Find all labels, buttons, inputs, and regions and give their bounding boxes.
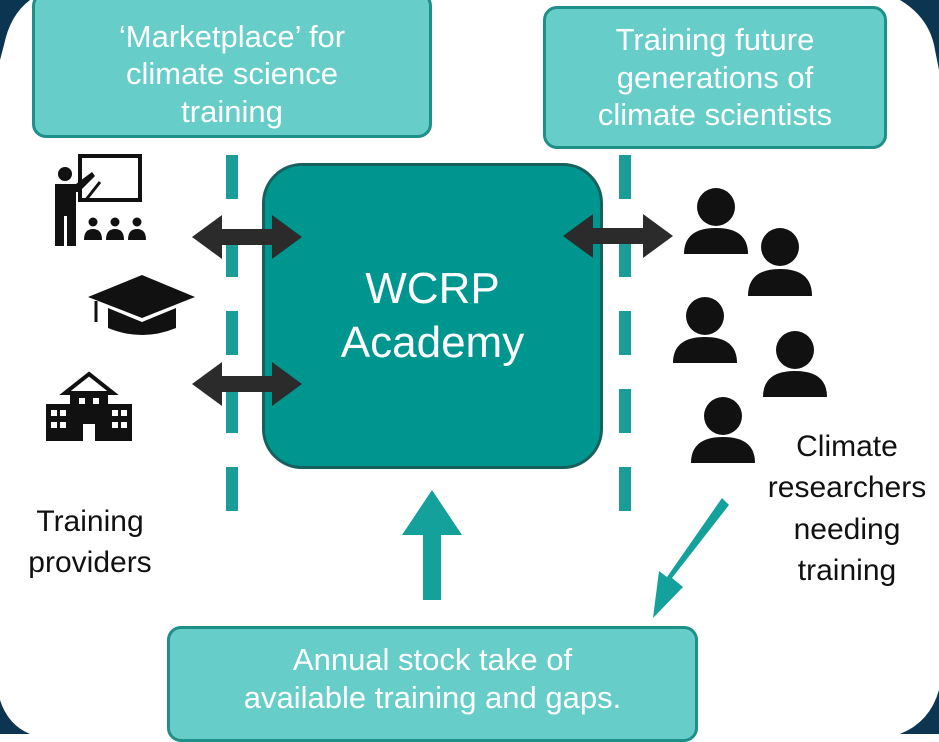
future-line-3: climate scientists [597, 97, 833, 133]
person-icon [748, 228, 812, 296]
upward-arrow [402, 490, 462, 600]
academy-line-2: Academy [340, 318, 525, 367]
double-arrow-lower-left [192, 362, 302, 406]
annual-stock-take-box: Annual stock take of available training … [167, 626, 698, 742]
person-icon [673, 297, 737, 363]
person-icon [684, 188, 748, 254]
annual-line-1: Annual stock take of [292, 642, 573, 677]
researchers-line-2: researchers [767, 471, 927, 505]
marketplace-line-1: ‘Marketplace’ for [118, 18, 346, 54]
training-providers-label: Training providers [10, 501, 170, 584]
diagonal-arrow [653, 498, 729, 618]
double-arrow-right [563, 214, 673, 258]
right-dashed-divider [619, 155, 631, 535]
future-line-1: Training future [615, 21, 815, 57]
person-icon [691, 397, 755, 463]
providers-line-2: providers [28, 546, 152, 580]
future-generations-box: Training future generations of climate s… [543, 6, 887, 149]
researchers-line-3: needing [793, 512, 901, 546]
left-dashed-divider [226, 155, 238, 535]
person-icon [763, 331, 827, 397]
marketplace-line-3: training [181, 94, 283, 130]
future-line-2: generations of [616, 59, 814, 95]
double-arrow-upper-left [192, 215, 302, 259]
marketplace-box: ‘Marketplace’ for climate science traini… [32, 0, 432, 138]
researchers-label: Climate researchers needing training [755, 426, 939, 592]
academy-line-1: WCRP [365, 264, 500, 314]
researchers-line-1: Climate [796, 430, 898, 463]
wcrp-academy-box: WCRP Academy [262, 163, 603, 469]
researchers-line-4: training [797, 554, 897, 588]
marketplace-line-2: climate science [126, 56, 338, 92]
providers-line-1: Training [36, 505, 144, 538]
annual-line-2: available training and gaps. [243, 679, 622, 715]
